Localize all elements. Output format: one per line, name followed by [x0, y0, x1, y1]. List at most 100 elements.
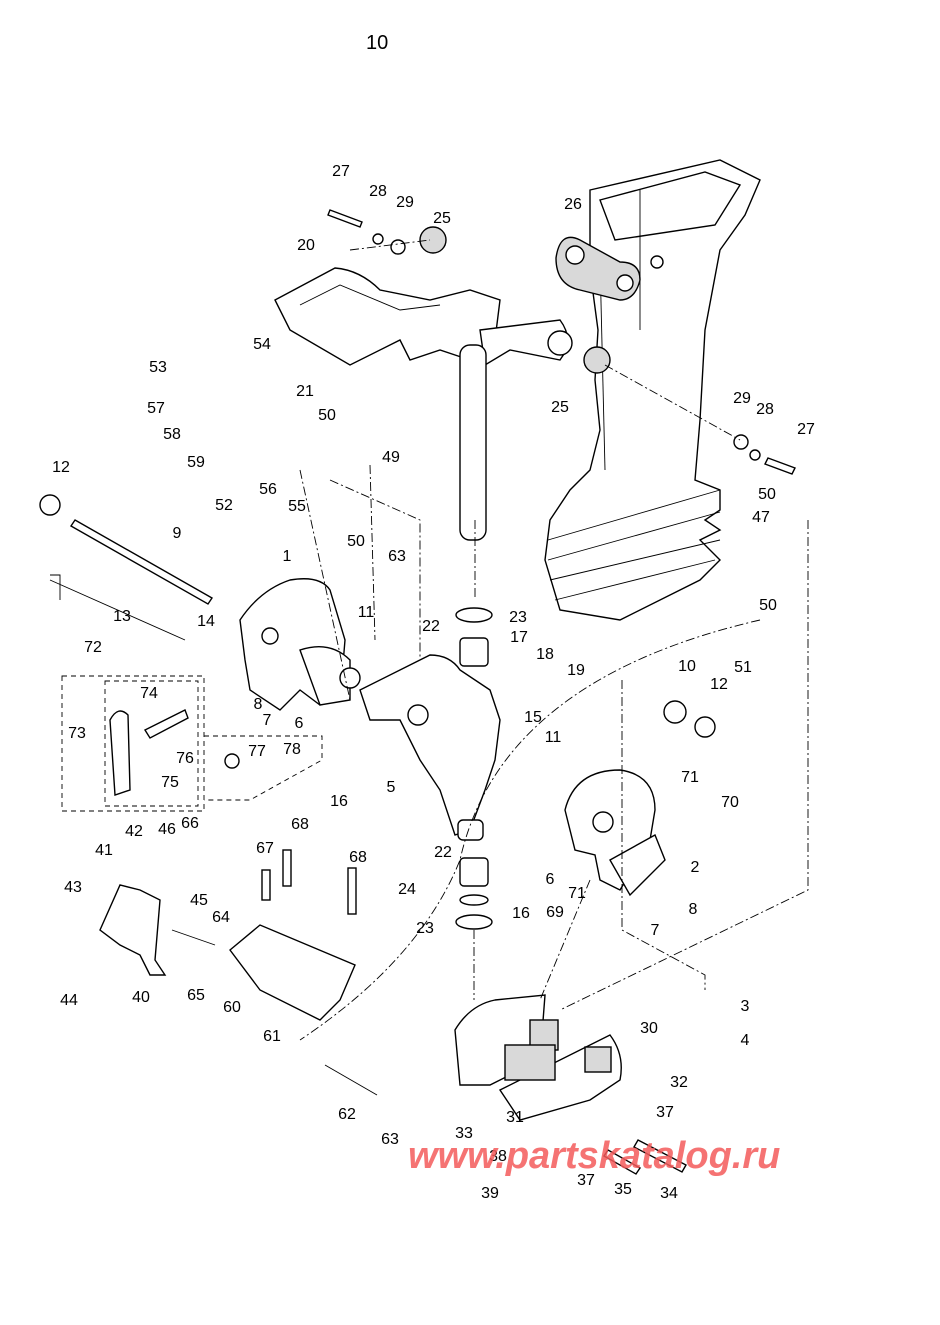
callout-9[interactable]: 9 [172, 525, 182, 542]
callout-41[interactable]: 41 [95, 842, 113, 859]
callout-12[interactable]: 12 [52, 459, 70, 476]
callout-34[interactable]: 34 [660, 1185, 678, 1202]
callout-8[interactable]: 8 [253, 696, 263, 713]
callout-27[interactable]: 27 [797, 421, 815, 438]
washer-29-upper[interactable] [390, 239, 406, 255]
callout-1[interactable]: 1 [282, 548, 292, 565]
callout-13[interactable]: 13 [113, 608, 131, 625]
callout-50[interactable]: 50 [759, 597, 777, 614]
callout-47[interactable]: 47 [752, 509, 770, 526]
steering-shaft[interactable] [459, 344, 487, 541]
callout-26[interactable]: 26 [564, 196, 582, 213]
cap-nut-12-right[interactable] [694, 716, 716, 738]
callout-15[interactable]: 15 [524, 709, 542, 726]
callout-51[interactable]: 51 [734, 659, 752, 676]
callout-63[interactable]: 63 [381, 1131, 399, 1148]
callout-78[interactable]: 78 [283, 741, 301, 758]
callout-11[interactable]: 11 [357, 604, 375, 621]
callout-75[interactable]: 75 [161, 774, 179, 791]
callout-22[interactable]: 22 [434, 844, 452, 861]
callout-35[interactable]: 35 [614, 1181, 632, 1198]
spring-68-right[interactable] [347, 867, 357, 915]
callout-56[interactable]: 56 [259, 481, 277, 498]
callout-68[interactable]: 68 [291, 816, 309, 833]
callout-19[interactable]: 19 [567, 662, 585, 679]
callout-54[interactable]: 54 [253, 336, 271, 353]
callout-57[interactable]: 57 [147, 400, 165, 417]
tilt-stop-61[interactable] [229, 924, 356, 1021]
callout-66[interactable]: 66 [181, 815, 199, 832]
bushing-22-lower[interactable] [459, 857, 489, 887]
callout-72[interactable]: 72 [84, 639, 102, 656]
clamp-bracket-left[interactable] [239, 578, 361, 711]
callout-62[interactable]: 62 [338, 1106, 356, 1123]
callout-58[interactable]: 58 [163, 426, 181, 443]
callout-50[interactable]: 50 [758, 486, 776, 503]
callout-60[interactable]: 60 [223, 999, 241, 1016]
drive-shaft-housing[interactable] [544, 159, 761, 621]
callout-50[interactable]: 50 [318, 407, 336, 424]
washer-28-lower[interactable] [749, 449, 761, 461]
callout-76[interactable]: 76 [176, 750, 194, 767]
callout-10[interactable]: 10 [678, 658, 696, 675]
steering-bracket[interactable] [274, 267, 573, 367]
spring-68-left[interactable] [282, 849, 292, 887]
callout-16[interactable]: 16 [330, 793, 348, 810]
callout-32[interactable]: 32 [670, 1074, 688, 1091]
lock-lever-75[interactable] [109, 710, 131, 796]
callout-44[interactable]: 44 [60, 992, 78, 1009]
callout-8[interactable]: 8 [688, 901, 698, 918]
callout-46[interactable]: 46 [158, 821, 176, 838]
callout-49[interactable]: 49 [382, 449, 400, 466]
callout-69[interactable]: 69 [546, 904, 564, 921]
callout-5[interactable]: 5 [386, 779, 396, 796]
callout-42[interactable]: 42 [125, 823, 143, 840]
nut-12-left[interactable] [39, 494, 61, 516]
washer-23-lower[interactable] [455, 914, 493, 930]
callout-29[interactable]: 29 [733, 390, 751, 407]
tilt-rod[interactable] [49, 574, 186, 641]
bolt-27-lower[interactable] [764, 457, 796, 475]
callout-50[interactable]: 50 [347, 533, 365, 550]
callout-24[interactable]: 24 [398, 881, 416, 898]
callout-43[interactable]: 43 [64, 879, 82, 896]
callout-53[interactable]: 53 [149, 359, 167, 376]
callout-39[interactable]: 39 [481, 1185, 499, 1202]
lock-bolt-74[interactable] [143, 709, 189, 739]
callout-27[interactable]: 27 [332, 163, 350, 180]
callout-20[interactable]: 20 [297, 237, 315, 254]
mount-rubber-lower[interactable] [583, 346, 611, 374]
callout-22[interactable]: 22 [422, 618, 440, 635]
shaft-64[interactable] [171, 929, 216, 946]
o-ring-24[interactable] [459, 894, 489, 906]
callout-6[interactable]: 6 [545, 871, 555, 888]
callout-21[interactable]: 21 [296, 383, 314, 400]
bolt-27-upper[interactable] [327, 209, 363, 228]
callout-37[interactable]: 37 [577, 1172, 595, 1189]
callout-68[interactable]: 68 [349, 849, 367, 866]
callout-7[interactable]: 7 [650, 922, 660, 939]
clamp-bracket-right[interactable] [564, 769, 666, 897]
cap-77[interactable] [224, 753, 240, 769]
callout-7[interactable]: 7 [262, 712, 272, 729]
rod-62[interactable] [324, 1064, 378, 1096]
callout-4[interactable]: 4 [740, 1032, 750, 1049]
swivel-bracket[interactable] [359, 654, 501, 841]
callout-3[interactable]: 3 [740, 998, 750, 1015]
washer-29-lower[interactable] [733, 434, 749, 450]
callout-65[interactable]: 65 [187, 987, 205, 1004]
callout-18[interactable]: 18 [536, 646, 554, 663]
callout-38[interactable]: 38 [489, 1148, 507, 1165]
callout-64[interactable]: 64 [212, 909, 230, 926]
stern-bracket-chock[interactable] [454, 994, 622, 1121]
callout-28[interactable]: 28 [756, 401, 774, 418]
through-shaft[interactable] [70, 519, 213, 605]
callout-67[interactable]: 67 [256, 840, 274, 857]
washer-23-upper[interactable] [455, 607, 493, 623]
callout-77[interactable]: 77 [248, 743, 266, 760]
spring-67[interactable] [261, 869, 271, 901]
callout-37[interactable]: 37 [656, 1104, 674, 1121]
callout-73[interactable]: 73 [68, 725, 86, 742]
callout-25[interactable]: 25 [551, 399, 569, 416]
callout-29[interactable]: 29 [396, 194, 414, 211]
